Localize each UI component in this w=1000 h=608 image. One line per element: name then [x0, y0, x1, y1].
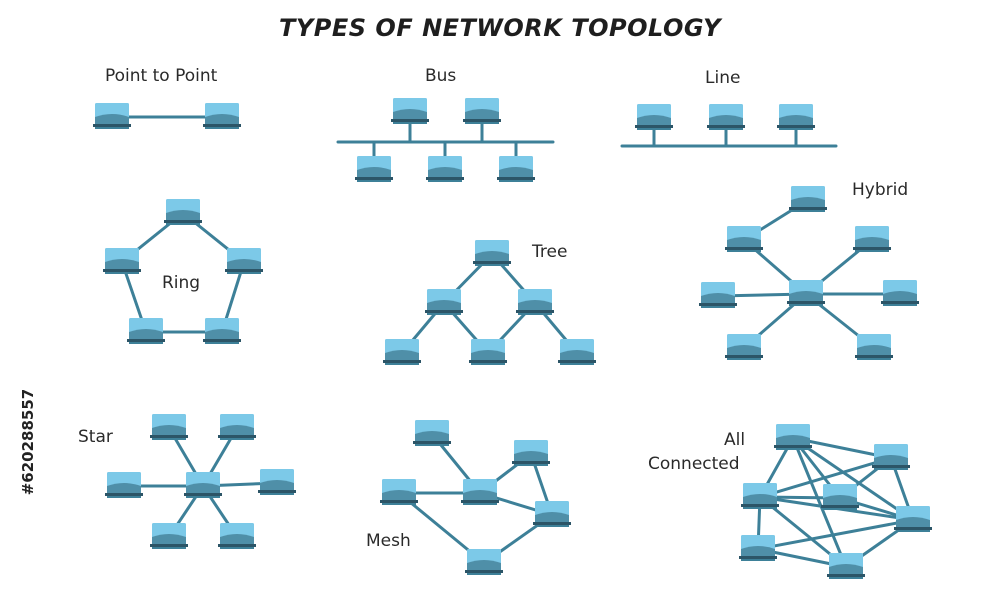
label-star: Star: [78, 427, 113, 447]
star-laptop-icon: [105, 472, 143, 498]
allconn-laptop-icon: [827, 553, 865, 579]
star-laptop-icon: [218, 414, 256, 440]
ring-laptop-icon: [103, 248, 141, 274]
tree-laptop-icon: [469, 339, 507, 365]
hybrid-laptop-icon: [853, 226, 891, 252]
ring-laptop-icon: [225, 248, 263, 274]
stock-id-text: #620288557: [19, 388, 37, 496]
ring-laptop-icon: [127, 318, 165, 344]
allconn-link: [791, 436, 848, 569]
line-laptop-icon: [635, 104, 673, 130]
stock-id: #620288557: [8, 365, 37, 525]
bus-laptop-icon: [463, 98, 501, 124]
mesh-laptop-icon: [512, 440, 550, 466]
hybrid-laptop-icon: [789, 186, 827, 212]
allconn-link: [791, 436, 915, 522]
tree-laptop-icon: [425, 289, 463, 315]
ring-laptop-icon: [203, 318, 241, 344]
label-all-connected-line1: All: [724, 430, 746, 450]
hybrid-laptop-icon: [855, 334, 893, 360]
p2p-laptop-icon: [93, 103, 131, 129]
label-hybrid: Hybrid: [852, 180, 909, 200]
label-tree: Tree: [532, 242, 568, 262]
allconn-laptop-icon: [821, 484, 859, 510]
label-ring: Ring: [162, 273, 201, 293]
allconn-laptop-icon: [774, 424, 812, 450]
star-laptop-icon: [150, 414, 188, 440]
mesh-laptop-icon: [380, 479, 418, 505]
hybrid-laptop-icon: [787, 280, 825, 306]
label-all-connected-line2: Connected: [648, 454, 740, 474]
star-laptop-icon: [150, 523, 188, 549]
label-point-to-point: Point to Point: [105, 66, 218, 86]
hybrid-laptop-icon: [725, 226, 763, 252]
star-laptop-icon: [218, 523, 256, 549]
label-mesh: Mesh: [366, 531, 411, 551]
mesh-laptop-icon: [465, 549, 503, 575]
tree-laptop-icon: [383, 339, 421, 365]
tree-laptop-icon: [473, 240, 511, 266]
ring-laptop-icon: [164, 199, 202, 225]
p2p-laptop-icon: [203, 103, 241, 129]
bus-laptop-icon: [391, 98, 429, 124]
label-bus: Bus: [425, 66, 457, 86]
hybrid-laptop-icon: [881, 280, 919, 306]
hybrid-laptop-icon: [699, 282, 737, 308]
tree-laptop-icon: [516, 289, 554, 315]
mesh-laptop-icon: [533, 501, 571, 527]
allconn-link: [756, 518, 915, 551]
line-laptop-icon: [777, 104, 815, 130]
mesh-laptop-icon: [413, 420, 451, 446]
nodes-layer: [93, 98, 932, 579]
star-laptop-icon: [258, 469, 296, 495]
tree-laptop-icon: [558, 339, 596, 365]
allconn-laptop-icon: [894, 506, 932, 532]
label-line: Line: [705, 68, 741, 88]
page-title: TYPES OF NETWORK TOPOLOGY: [279, 14, 721, 42]
bus-laptop-icon: [426, 156, 464, 182]
allconn-link: [758, 456, 893, 499]
star-laptop-icon: [184, 472, 222, 498]
bus-laptop-icon: [355, 156, 393, 182]
mesh-laptop-icon: [461, 479, 499, 505]
bus-laptop-icon: [497, 156, 535, 182]
line-laptop-icon: [707, 104, 745, 130]
allconn-laptop-icon: [741, 483, 779, 509]
hybrid-laptop-icon: [725, 334, 763, 360]
allconn-laptop-icon: [739, 535, 777, 561]
allconn-laptop-icon: [872, 444, 910, 470]
